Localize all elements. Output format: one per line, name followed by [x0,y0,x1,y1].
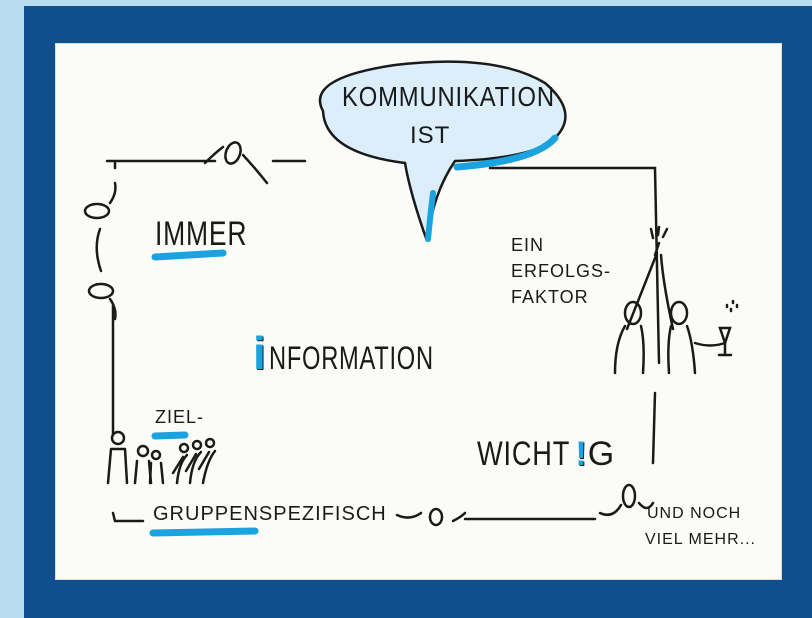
word-ziel: ZIEL- [155,407,205,427]
word-information: i NFORMATION [253,326,492,380]
sketchnote-paper: KOMMUNIKATION IST IMMER i NFORMATION EIN… [55,43,782,580]
bubble-line-1: KOMMUNIKATION [342,81,555,112]
erfolg-line-3: FAKTOR [511,287,589,307]
wichtig-part-2: G [587,435,616,473]
gruppen-underline [149,527,259,537]
more-line-2: VIEL MEHR... [645,531,756,548]
word-wichtig: WICHT!G [477,435,615,474]
information-initial: i [253,327,267,379]
frame-right-line [488,166,661,365]
immer-underline [151,249,227,261]
wichtig-part-1: WICHT [477,435,571,473]
gruppen-part: GRUPPEN [153,503,259,525]
people-group-icon [106,430,217,485]
erfolg-line-2: ERFOLGS- [511,261,612,281]
bubble-line-2: IST [410,122,451,149]
more-line-1: UND NOCH [647,505,742,522]
erfolg-line-1: EIN [511,235,545,255]
ziel-underline [151,431,189,440]
spezifisch-part: SPEZIFISCH [258,503,387,525]
word-gruppenspezifisch: GRUPPENSPEZIFISCH [153,503,387,526]
information-rest: NFORMATION [269,340,435,376]
sketch-drawing [83,60,739,537]
word-immer: IMMER [155,215,248,253]
high-five-icon [613,225,739,375]
wichtig-mark: ! [575,435,588,473]
